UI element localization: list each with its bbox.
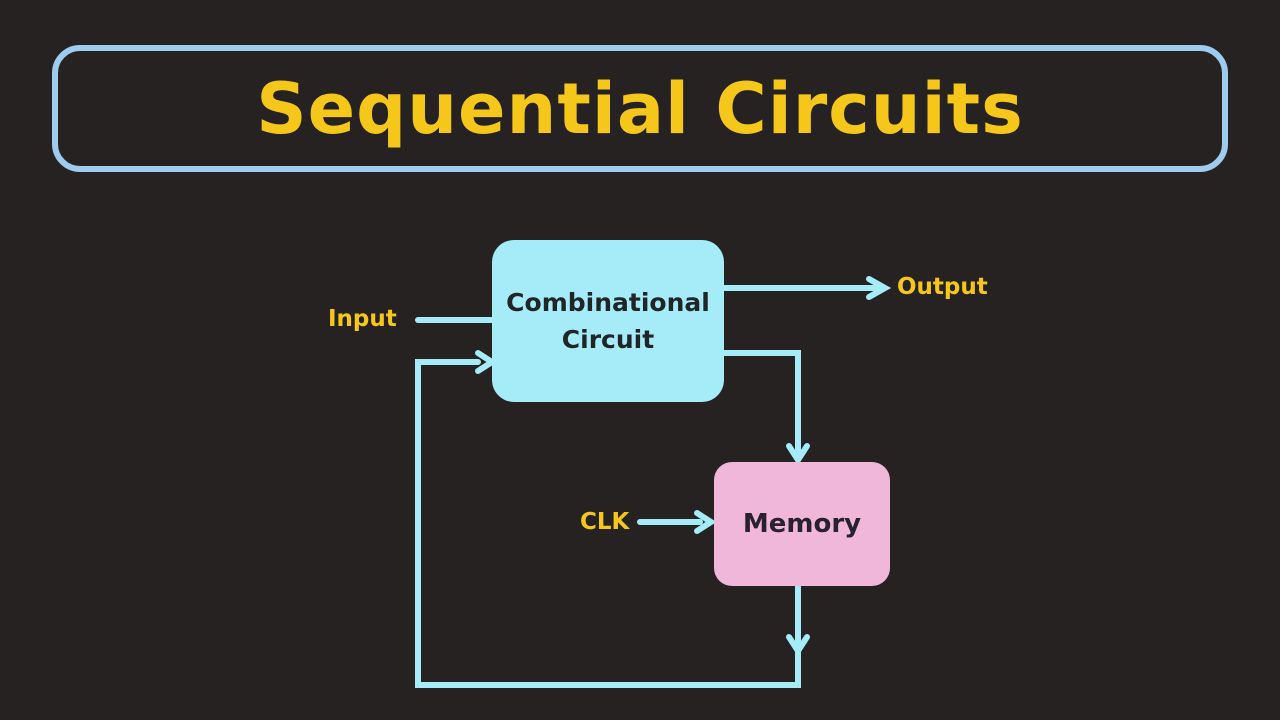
page-title: Sequential Circuits bbox=[256, 67, 1024, 150]
block-memory: Memory bbox=[714, 462, 890, 586]
output-label: Output bbox=[897, 274, 988, 300]
block-combinational-circuit: Combinational Circuit bbox=[492, 240, 724, 402]
feedback-down-arrowhead-icon bbox=[786, 634, 810, 657]
title-banner: Sequential Circuits bbox=[52, 45, 1228, 172]
input-label: Input bbox=[328, 306, 397, 332]
comb-to-memory-arrowhead-icon bbox=[786, 443, 810, 466]
clk-label: CLK bbox=[580, 509, 630, 535]
comb-to-memory-wire bbox=[721, 350, 801, 459]
clk-arrowhead-icon bbox=[694, 510, 717, 534]
output-arrowhead-icon bbox=[866, 276, 892, 300]
